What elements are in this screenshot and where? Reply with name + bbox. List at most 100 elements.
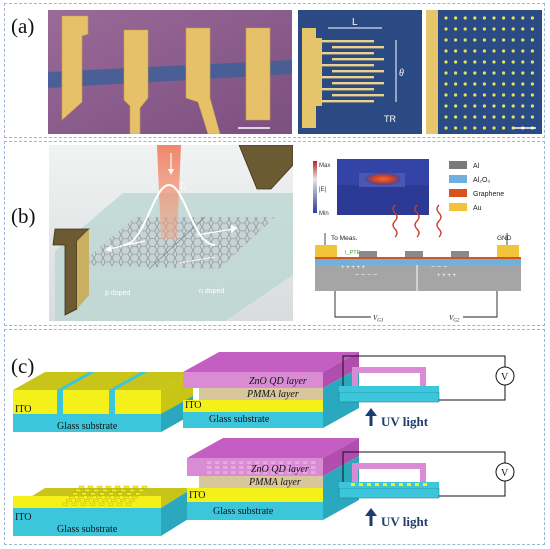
stack-grid-cell — [215, 466, 220, 469]
row2-layer-stack: ZnO QD layer PMMA layer ITO Glass substr… — [187, 438, 359, 520]
svg-text:VG1: VG1 — [373, 314, 383, 323]
ito-grid-cell — [107, 502, 114, 506]
legend-swatch — [449, 203, 467, 211]
stack-grid-cell — [255, 461, 260, 464]
legend-swatch — [449, 175, 467, 183]
array-dot — [463, 60, 467, 64]
stack-grid-cell — [239, 471, 244, 474]
ito-grid-cell — [132, 496, 138, 499]
stack-grid-cell — [279, 471, 284, 474]
au-contact-right — [497, 245, 519, 257]
idt-finger — [322, 100, 374, 103]
array-dot — [511, 49, 515, 53]
ito-grid-cell — [66, 499, 72, 502]
ito-grid-cell — [135, 492, 141, 496]
array-dot — [492, 82, 496, 86]
stack-grid-cell — [231, 466, 236, 469]
stack-grid-cell — [287, 466, 292, 469]
idt-length-label: L — [352, 17, 358, 28]
sem-electrode-2 — [123, 29, 149, 134]
legend-swatch — [449, 189, 467, 197]
row1-voltmeter-label: V — [501, 372, 509, 383]
array-dot — [454, 49, 458, 53]
row2-stack-ito-label: ITO — [189, 490, 205, 501]
circuit-grid-cell — [375, 483, 379, 486]
array-dot — [492, 60, 496, 64]
stack-grid-cell — [271, 461, 276, 464]
sem-electrode-3 — [185, 27, 221, 134]
sem-image-interdigitated: L θ TR — [298, 10, 422, 134]
array-dot — [530, 104, 534, 108]
array-dot — [502, 27, 506, 31]
colorbar-min: Min — [319, 211, 329, 217]
array-dot — [492, 27, 496, 31]
stack-grid-cell — [271, 471, 276, 474]
array-dot — [482, 27, 486, 31]
array-dot — [454, 126, 458, 130]
array-dot — [511, 27, 515, 31]
array-dot — [463, 38, 467, 42]
stack-grid-cell — [223, 461, 228, 464]
ito-grid-cell — [96, 485, 103, 489]
stack-grid-cell — [255, 471, 260, 474]
vg1-subscript: G1 — [377, 319, 383, 324]
row1-uv-arrow — [365, 408, 377, 416]
row2-uv-label: UV light — [381, 514, 429, 529]
ito-grid-cell — [87, 485, 94, 489]
array-dot — [482, 38, 486, 42]
stack-grid-cell — [271, 466, 276, 469]
stack-grid-cell — [263, 471, 268, 474]
array-dot — [511, 93, 515, 97]
array-dot — [454, 71, 458, 75]
array-dot — [463, 93, 467, 97]
array-dot — [530, 27, 534, 31]
array-dot — [511, 104, 515, 108]
sem-image-dot-array — [426, 10, 542, 134]
row2-glass-label: Glass substrate — [57, 524, 118, 535]
stack-grid-cell — [207, 471, 212, 474]
ito-grid-cell — [80, 502, 87, 506]
circuit-grid-cell — [383, 483, 387, 486]
array-dot — [530, 71, 534, 75]
row1-circuit: V UV light — [338, 355, 515, 429]
row2-uv-arrow — [365, 508, 377, 516]
array-dot — [492, 16, 496, 20]
array-dot — [502, 60, 506, 64]
legend-label: Au — [473, 205, 482, 212]
ito-grid-cell — [116, 502, 123, 506]
array-dot — [473, 16, 477, 20]
idt-finger — [322, 40, 374, 43]
idt-finger — [322, 76, 374, 79]
array-dot — [473, 71, 477, 75]
stack-grid-cell — [247, 461, 252, 464]
uv-photodetector-fabrication: ITO Glass substrate ZnO QD layer PMMA la… — [13, 352, 515, 536]
array-dot — [454, 82, 458, 86]
array-dot — [454, 60, 458, 64]
stack-grid-cell — [207, 466, 212, 469]
array-dot — [521, 82, 525, 86]
idt-finger — [332, 46, 384, 49]
p-doped-label: p doped — [105, 290, 130, 297]
row1-stack-ito-label: ITO — [185, 400, 201, 411]
ito-grid-cell — [105, 485, 112, 489]
right-electrode — [238, 145, 293, 190]
row2-circuit: V UV light — [338, 451, 515, 529]
array-dot — [521, 49, 525, 53]
row1-glass-label: Glass substrate — [57, 421, 118, 432]
array-dot — [492, 49, 496, 53]
array-dot — [511, 71, 515, 75]
row2-zno-label: ZnO QD layer — [251, 464, 309, 475]
stack-grid-cell — [207, 461, 212, 464]
array-dot — [454, 38, 458, 42]
array-dot — [502, 16, 506, 20]
array-dot — [463, 49, 467, 53]
row1-zno-label: ZnO QD layer — [249, 376, 307, 387]
array-dot — [492, 71, 496, 75]
ito-grid-cell — [114, 496, 120, 499]
idt-finger — [332, 82, 384, 85]
ito-grid-cell — [93, 489, 99, 492]
array-dot — [473, 82, 477, 86]
ito-grid-cell — [75, 499, 81, 502]
array-dot — [444, 82, 448, 86]
array-dot — [511, 60, 515, 64]
